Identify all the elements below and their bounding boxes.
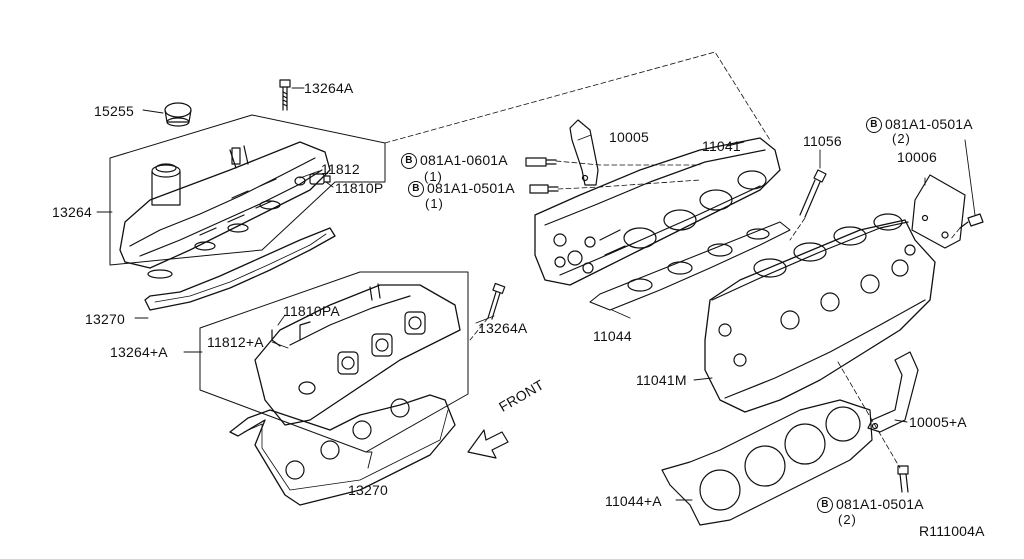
part-label-13264a-top: 13264A [304,80,354,96]
part-label-15255: 15255 [94,103,134,119]
bolt-13264a-top [279,79,291,111]
bolt-qty-4: (2) [838,512,857,527]
part-label-13264a-mid: 13264A [478,320,528,336]
part-label-13270-left: 13270 [85,311,125,327]
part-label-11041m: 11041M [636,372,687,388]
bolt-b-symbol: B [401,153,417,170]
part-label-13264: 13264 [52,204,92,220]
bolt-081a1-0501a-left [529,184,559,194]
bolt-qty-2: (1) [425,196,444,211]
bolt-081a1-0501a-right-top [959,213,984,229]
bolt-13264a-mid [487,282,506,320]
pcv-valve-11810p [294,173,331,186]
bolt-code: 081A1-0501A [427,180,515,196]
part-label-11044-plus-a: 11044+A [605,493,662,509]
part-label-11810p: 11810P [335,180,384,196]
diagram-reference-code: R111004A [919,523,985,539]
part-label-10005-plus-a: 10005+A [909,414,967,430]
part-label-11812-plus-a: 11812+A [207,334,264,350]
rocker-cover-lower [199,271,469,453]
bracket-10005 [569,119,599,186]
bolt-b-symbol: B [866,117,882,134]
leader-lines [96,87,976,501]
bolt-11056 [799,169,827,218]
bolt-code: 081A1-0501A [836,496,924,512]
bolt-code: 081A1-0601A [420,152,508,168]
bracket-10006 [911,174,966,249]
oil-filler-cap [164,102,192,127]
gasket-13270-bottom [229,394,456,506]
bracket-10005a [867,351,919,433]
bolt-081a1-0601a [525,157,557,167]
gasket-13270-left [144,227,336,311]
front-direction-arrow [467,429,509,459]
cylinder-head-11041 [534,137,781,286]
dashed-reference-lines [384,51,961,469]
bolt-qty-3: (2) [892,131,911,146]
gasket-11044a [661,399,873,526]
part-label-11056: 11056 [803,133,842,149]
part-label-10005: 10005 [609,129,649,145]
part-label-11810pa: 11810PA [283,303,340,319]
cylinder-head-11041m [704,213,936,413]
gasket-11044 [589,221,791,311]
bolt-081a1-0501a-bottom [897,465,909,493]
part-label-10006: 10006 [897,149,937,165]
bolt-code: 081A1-0501A [885,116,973,132]
part-label-11044: 11044 [593,328,632,344]
bolt-b-symbol: B [408,181,424,198]
part-label-11812: 11812 [321,161,360,177]
bolt-qty-1: (1) [424,169,443,184]
bolt-b-symbol: B [817,497,833,514]
rocker-cover-upper [109,114,386,279]
part-label-13264-plus-a: 13264+A [110,344,168,360]
part-label-13270-bottom: 13270 [348,482,388,498]
part-label-11041: 11041 [702,138,741,154]
